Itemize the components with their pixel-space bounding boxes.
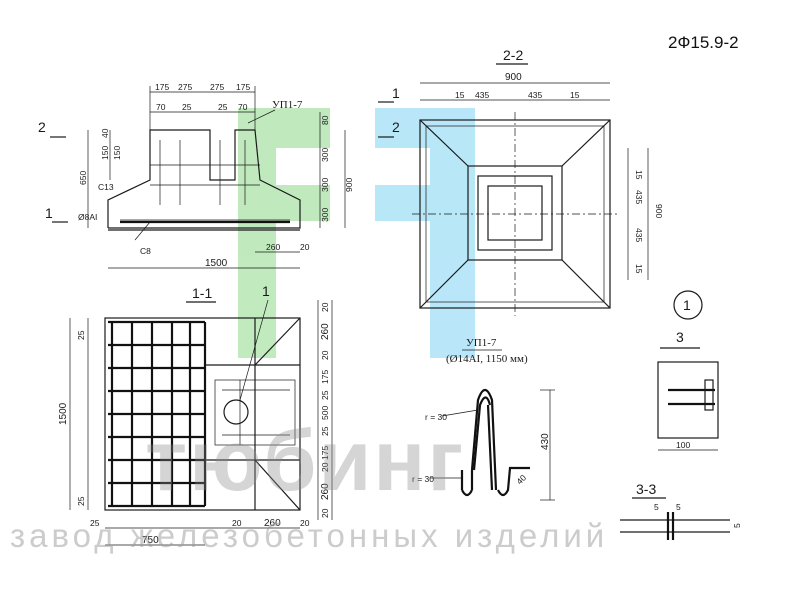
detail-width: 100 xyxy=(676,440,690,450)
elev-right-dim: 300 xyxy=(320,148,330,162)
elev-bottom-dim: 1500 xyxy=(205,258,228,269)
plan-left-dim: 25 xyxy=(76,330,86,340)
plan-bottom-dim: 750 xyxy=(142,535,159,546)
loop-title: УП1-7 xyxy=(466,337,497,349)
elev-label-c8: С8 xyxy=(140,246,151,256)
elev-right-dim: 900 xyxy=(344,178,354,192)
elev-right-dim: 80 xyxy=(320,115,330,125)
plan-right-dim: 20 xyxy=(320,302,330,312)
elev-bottom-dim: 260 xyxy=(266,242,280,252)
plan-left-dim: 25 xyxy=(76,496,86,506)
detail-callout: 1 xyxy=(683,297,691,313)
elev-left-dim: 40 xyxy=(100,128,110,138)
plan-bottom-dim: 20 xyxy=(232,518,242,528)
elev-bottom-dim: 20 xyxy=(300,242,310,252)
section-2-2-right-dim: 435 xyxy=(634,228,644,242)
elev-top-dim: 175 xyxy=(155,82,169,92)
detail-section-title: 3-3 xyxy=(636,481,656,497)
detail-dim: 5 xyxy=(654,502,659,512)
elev-right-dim: 300 xyxy=(320,178,330,192)
elev-label-c13: С13 xyxy=(98,182,114,192)
elev-left-dim: 150 xyxy=(112,146,122,160)
section-2-2-top-dim: 15 xyxy=(455,90,465,100)
plan-right-dim: 500 xyxy=(320,406,330,420)
elev-second-dim: 25 xyxy=(218,102,228,112)
section-2-2-top-dim: 435 xyxy=(475,90,489,100)
elev-top-dim: 275 xyxy=(210,82,224,92)
section-2-2-top-dim: 435 xyxy=(528,90,542,100)
elev-left-dim: 150 xyxy=(100,146,110,160)
section-mark-1: 1 xyxy=(392,85,400,101)
section-mark-2: 2 xyxy=(392,119,400,135)
detail-section-mark: 3 xyxy=(676,329,684,345)
section-2-2-view: 2-2 900 15 435 435 15 15 435 435 15 900 xyxy=(412,47,664,316)
elev-label-d8: Ø8АI xyxy=(78,212,97,222)
plan-bottom-dim: 25 xyxy=(90,518,100,528)
section-2-2-top-dim: 15 xyxy=(570,90,580,100)
section-2-2-top-dim: 900 xyxy=(505,72,522,83)
brand-logo-watermark xyxy=(238,108,475,358)
plan-bottom-dim: 20 xyxy=(300,518,310,528)
loop-radius: r = 30 xyxy=(412,474,434,484)
sheet-code: 2Ф15.9-2 xyxy=(668,33,739,52)
elev-left-dim: 650 xyxy=(78,171,88,185)
plan-callout: 1 xyxy=(262,283,270,299)
elev-label-up: УП1-7 xyxy=(272,99,303,111)
plan-right-dim: 20 xyxy=(320,462,330,472)
plan-1-1-title: 1-1 xyxy=(192,285,212,301)
weld-detail: 1 3 100 3-3 5 5 5 xyxy=(620,290,742,540)
loop-height: 430 xyxy=(540,433,551,450)
elev-second-dim: 25 xyxy=(182,102,192,112)
section-2-2-right-dim: 15 xyxy=(634,264,644,274)
watermark-tagline: завод железобетонных изделий xyxy=(10,517,608,554)
plan-right-dim: 20 xyxy=(320,508,330,518)
section-mark-1: 1 xyxy=(45,205,53,221)
plan-right-dim: 175 xyxy=(320,370,330,384)
plan-right-dim: 260 xyxy=(320,323,331,340)
loop-subtitle: (Ø14АI, 1150 мм) xyxy=(446,353,528,365)
section-2-2-right-dim: 435 xyxy=(634,190,644,204)
detail-dim: 5 xyxy=(732,523,742,528)
elev-second-dim: 70 xyxy=(156,102,166,112)
elev-top-dim: 175 xyxy=(236,82,250,92)
detail-dim: 5 xyxy=(676,502,681,512)
section-mark-2: 2 xyxy=(38,119,46,135)
loop-radius: r = 30 xyxy=(425,412,447,422)
lifting-loop-detail: УП1-7 (Ø14АI, 1150 мм) r = 30 r = 30 430… xyxy=(412,337,555,501)
elev-second-dim: 70 xyxy=(238,102,248,112)
section-2-2-right-dim: 15 xyxy=(634,170,644,180)
plan-right-dim: 260 xyxy=(320,483,331,500)
plan-right-dim: 20 xyxy=(320,350,330,360)
section-2-2-title: 2-2 xyxy=(503,47,523,63)
plan-right-dim: 25 xyxy=(320,426,330,436)
plan-left-dim: 1500 xyxy=(58,402,69,425)
reinforcement-mesh xyxy=(108,320,207,508)
loop-width: 40 xyxy=(514,472,528,486)
watermark-brand: тюбинг xyxy=(145,413,465,509)
elev-top-dim: 275 xyxy=(178,82,192,92)
plan-bottom-dim: 260 xyxy=(264,518,281,529)
section-2-2-right-dim: 900 xyxy=(654,204,664,218)
elev-right-dim: 300 xyxy=(320,208,330,222)
plan-right-dim: 25 xyxy=(320,390,330,400)
plan-1-1-view: 1-1 xyxy=(58,283,333,546)
elevation-view: 175 275 275 175 70 25 25 70 40 150 150 6… xyxy=(38,82,400,269)
plan-right-dim: 175 xyxy=(320,446,330,460)
